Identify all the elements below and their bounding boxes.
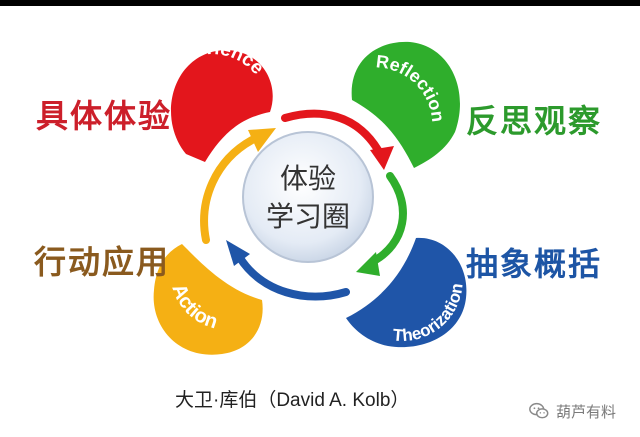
petal-experience: Experience [156,38,273,162]
arrow-theorization-to-action [226,240,350,301]
label-experience: 具体体验 [36,97,173,135]
watermark-text: 葫芦有料 [556,402,617,421]
label-theorization: 抽象概括 [466,245,603,283]
petal-theorization: Theorization [346,237,467,348]
petal-action: Action [153,244,263,355]
watermark: 葫芦有料 [528,400,616,422]
center-circle: 体验 学习圈 [242,131,374,263]
top-bar [0,0,640,6]
arrow-experience-to-reflection [281,109,394,170]
center-title-line1: 体验 [280,162,336,195]
wechat-icon [529,402,549,419]
arrow-action-to-experience [200,128,276,244]
label-reflection: 反思观察 [466,102,603,140]
arrow-reflection-to-theorization [356,172,407,276]
author-credit: 大卫·库伯（David A. Kolb） [175,390,410,411]
label-action: 行动应用 [34,243,171,281]
petal-reflection: Reflection [351,41,460,168]
center-title-line2: 学习圈 [266,200,350,233]
